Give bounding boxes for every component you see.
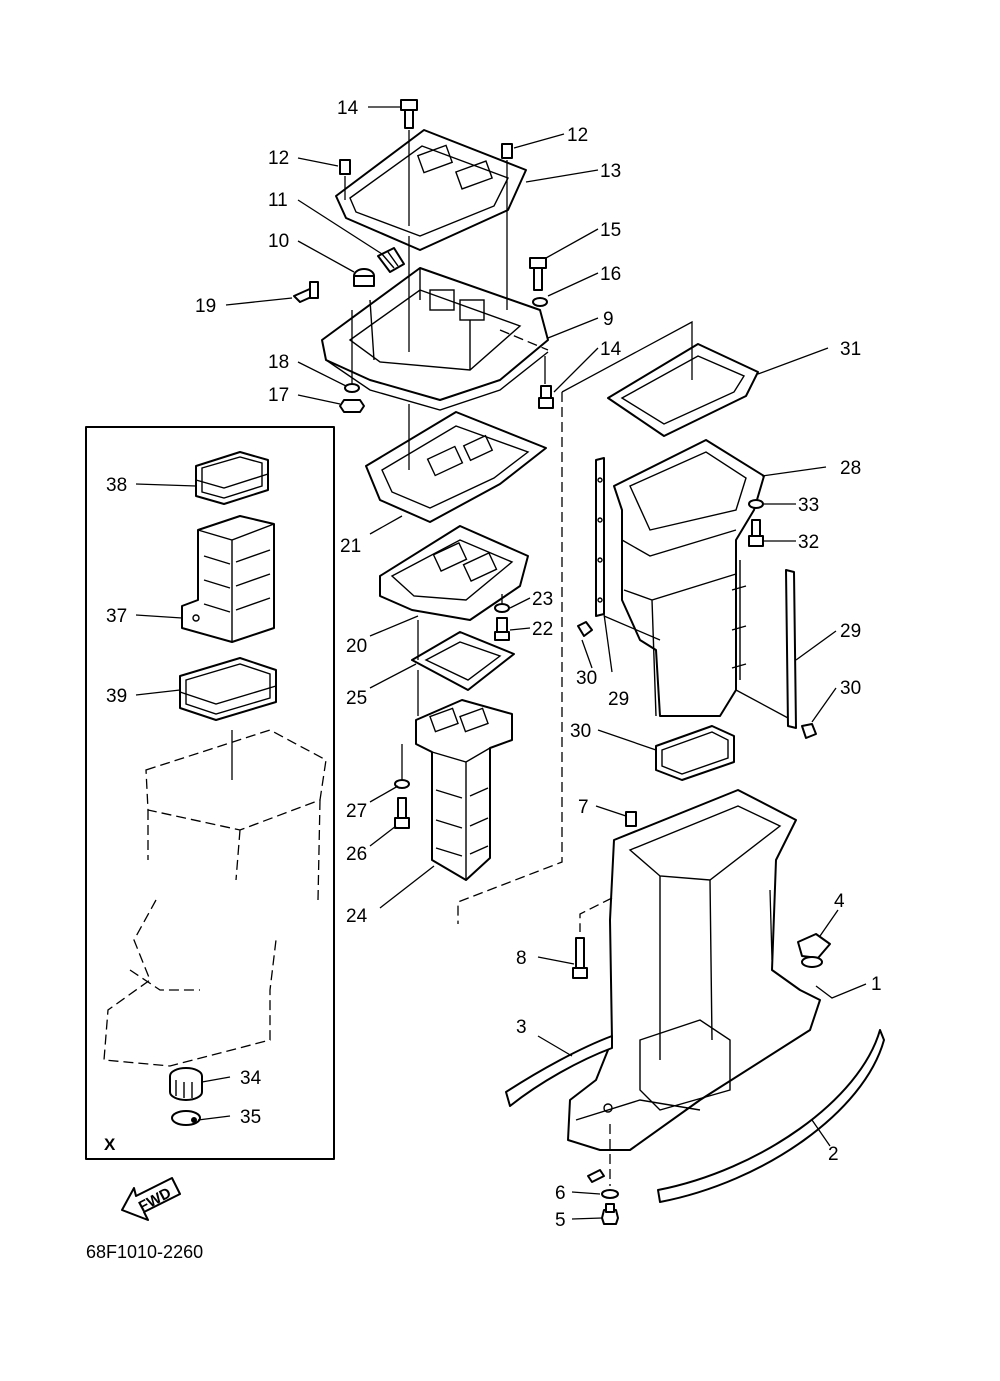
part-1-upper-casing-lower [567,789,821,1151]
callout-14-right: 14 [600,339,622,360]
part-6-washer [601,1189,619,1199]
part-11-plug [377,247,405,273]
callout-11: 11 [268,190,288,211]
inset-frame [85,426,335,1160]
part-9-exhaust-guide [321,267,549,411]
callout-13: 13 [600,161,621,182]
callout-9: 9 [603,309,614,330]
part-14-bolt-right [538,385,554,409]
leader-lines [135,106,867,1220]
callout-7: 7 [578,797,589,818]
part-5-bolt [601,1203,619,1225]
part-4-grommet [797,933,831,968]
part-bolt-small [587,1169,605,1183]
callout-12-left: 12 [268,148,289,169]
part-2-rubber-strip [657,1029,885,1203]
part-28-upper-casing [613,439,765,717]
part-20-plate [379,525,529,621]
callout-8: 8 [516,948,527,969]
part-17-nut [339,399,365,413]
callout-39: 39 [106,686,127,707]
callout-16: 16 [600,264,621,285]
callout-15: 15 [600,220,621,241]
part-22-bolt [494,617,510,641]
callout-6: 6 [555,1183,566,1204]
callout-25: 25 [346,688,367,709]
callout-33: 32 [798,532,819,553]
part-15-bolt [529,257,547,291]
part-37-muffler [181,515,275,643]
part-3-seal-strip [505,1035,613,1107]
callout-34: 33 [798,495,819,516]
callout-17: 17 [268,385,289,406]
part-33-bolt [748,519,764,547]
part-29-rubber-strip-left [595,457,605,617]
part-7-dowel-pin [625,811,637,827]
callout-30-right: 30 [840,678,861,699]
part-12-dowel-pin-right [501,143,513,159]
callout-31: 30 [570,721,591,742]
part-30-nut-left [577,621,593,637]
callout-27: 27 [346,801,367,822]
part-14-bolt-top [400,99,418,129]
part-19-fitting [293,281,319,303]
part-13-gasket [335,129,527,251]
callout-28: 28 [840,458,861,479]
callout-29-left: 29 [608,689,629,710]
callout-36: 35 [240,1107,261,1128]
callout-35: 34 [240,1068,262,1089]
part-16-washer [532,297,548,307]
callout-3: 3 [516,1017,527,1038]
callout-19: 19 [195,296,216,317]
callout-2: 2 [828,1144,839,1165]
callout-22: 22 [532,619,553,640]
part-38-seal [195,451,269,505]
assembly-lines [344,130,773,1186]
callout-26: 26 [346,844,367,865]
fwd-direction-arrow [121,1177,181,1221]
callout-21: 21 [340,536,361,557]
callout-20: 20 [346,636,367,657]
part-8-bolt [572,937,588,979]
part-39-seal [179,657,277,721]
part-21-gasket [365,411,547,523]
callout-38: 38 [106,475,127,496]
part-25-gasket [411,631,515,691]
callout-30-left: 30 [576,668,597,689]
part-36-clip [171,1110,201,1126]
callout-4: 4 [834,891,845,912]
callout-32: 31 [840,339,861,360]
part-24-muffler [415,699,513,881]
callout-5: 5 [555,1210,566,1231]
inset-label-x: X [104,1135,116,1154]
callout-23: 23 [532,589,553,610]
callout-12-right: 12 [567,125,588,146]
callout-18: 18 [268,352,289,373]
part-12-dowel-pin-left [339,159,351,175]
part-35-damper [169,1067,203,1101]
inset-housing-outline [103,729,327,1067]
part-18-washer [344,383,360,393]
callout-14-top: 14 [337,98,359,119]
part-31-seal [655,725,735,781]
callout-29-right: 29 [840,621,861,642]
part-29-rubber-strip-right [785,569,797,729]
part-26-bolt [394,797,410,829]
callout-37: 37 [106,606,127,627]
part-10-grommet [353,268,375,287]
part-34-washer [748,499,764,509]
callout-10: 10 [268,231,289,252]
part-23-washer [494,603,510,613]
callout-labels: 14 12 12 13 11 10 15 16 19 9 14 18 17 31… [86,98,882,1262]
callout-24: 24 [346,906,368,927]
callout-1: 1 [871,974,882,995]
drawing-code: 68F1010-2260 [86,1242,203,1262]
part-30-nut-right [801,723,817,739]
part-32-gasket [607,343,759,437]
